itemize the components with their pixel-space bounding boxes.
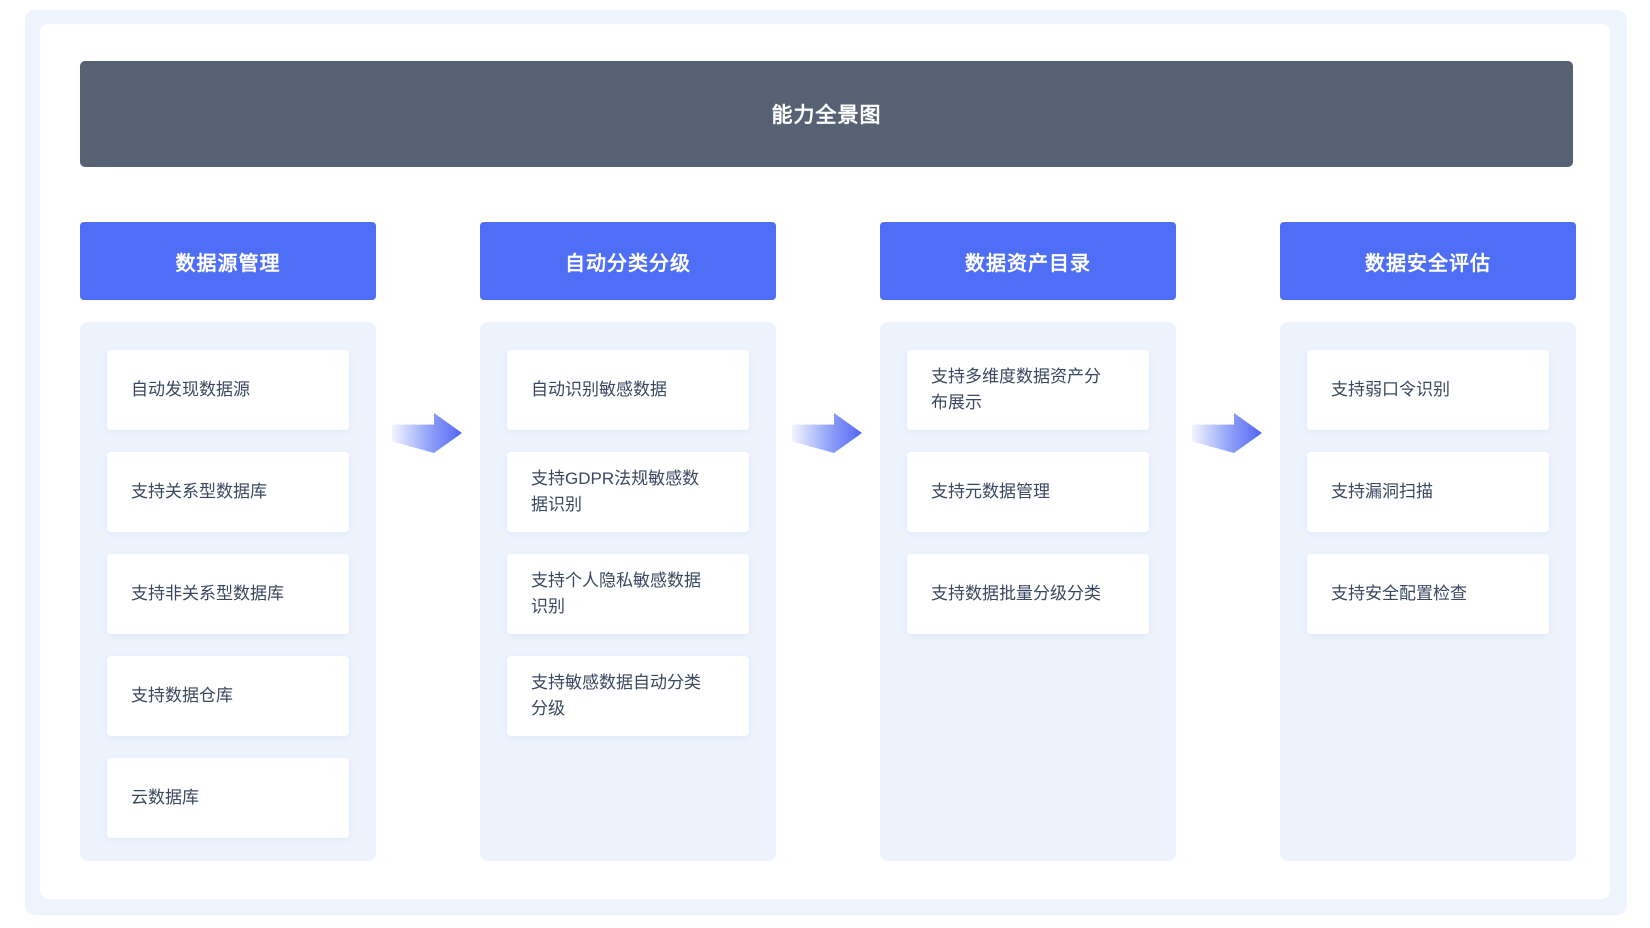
capability-card: 支持个人隐私敏感数据 识别 [507,554,749,634]
capability-card: 支持弱口令识别 [1307,350,1549,430]
column-body: 自动发现数据源 支持关系型数据库 支持非关系型数据库 支持数据仓库 云数据库 [80,322,376,861]
capability-card: 支持GDPR法规敏感数 据识别 [507,452,749,532]
column-header: 数据资产目录 [880,222,1176,300]
column-body: 支持弱口令识别 支持漏洞扫描 支持安全配置检查 [1280,322,1576,861]
capability-card: 云数据库 [107,758,349,838]
capability-card: 支持多维度数据资产分 布展示 [907,350,1149,430]
capability-card: 支持数据批量分级分类 [907,554,1149,634]
column-header: 数据源管理 [80,222,376,300]
column-auto-classification: 自动分类分级 自动识别敏感数据 支持GDPR法规敏感数 据识别 支持个人隐私敏感… [480,222,776,861]
column-header-label: 数据安全评估 [1365,252,1491,275]
arrow-right-icon [1192,413,1262,453]
column-data-security-assessment: 数据安全评估 支持弱口令识别 支持漏洞扫描 支持安全配置检查 [1280,222,1576,861]
capability-card: 支持非关系型数据库 [107,554,349,634]
capability-card: 支持安全配置检查 [1307,554,1549,634]
capability-card: 自动发现数据源 [107,350,349,430]
column-body: 支持多维度数据资产分 布展示 支持元数据管理 支持数据批量分级分类 [880,322,1176,861]
column-data-source-management: 数据源管理 自动发现数据源 支持关系型数据库 支持非关系型数据库 支持数据仓库 … [80,222,376,861]
column-header: 数据安全评估 [1280,222,1576,300]
capability-card: 自动识别敏感数据 [507,350,749,430]
capability-card: 支持漏洞扫描 [1307,452,1549,532]
capability-card: 支持数据仓库 [107,656,349,736]
arrow-right-icon [792,413,862,453]
column-header: 自动分类分级 [480,222,776,300]
column-header-label: 自动分类分级 [565,252,691,275]
column-header-label: 数据源管理 [175,252,281,275]
capability-card: 支持元数据管理 [907,452,1149,532]
column-gap [776,222,880,761]
page-title: 能力全景图 [771,104,882,127]
column-body: 自动识别敏感数据 支持GDPR法规敏感数 据识别 支持个人隐私敏感数据 识别 支… [480,322,776,861]
column-data-asset-catalog: 数据资产目录 支持多维度数据资产分 布展示 支持元数据管理 支持数据批量分级分类 [880,222,1176,861]
column-gap [1176,222,1280,761]
column-gap [376,222,480,761]
panorama-title-bar: 能力全景图 [80,61,1573,167]
arrow-right-icon [392,413,462,453]
capability-card: 支持关系型数据库 [107,452,349,532]
capability-columns: 数据源管理 自动发现数据源 支持关系型数据库 支持非关系型数据库 支持数据仓库 … [80,222,1576,861]
capability-card: 支持敏感数据自动分类 分级 [507,656,749,736]
column-header-label: 数据资产目录 [965,252,1091,275]
